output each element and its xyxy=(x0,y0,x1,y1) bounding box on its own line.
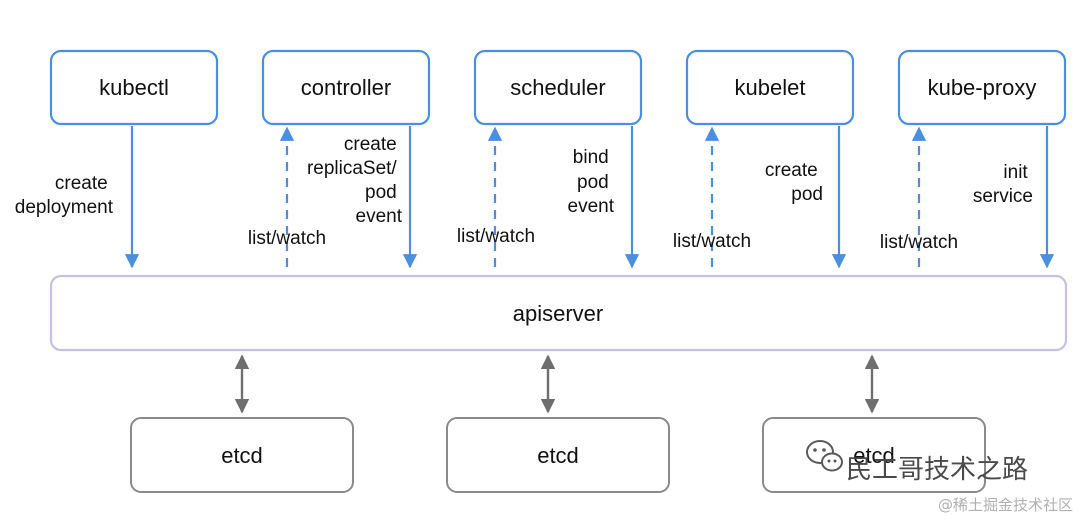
component-kubectl: kubectl xyxy=(49,49,219,126)
etcd-label-3: etcd xyxy=(853,443,895,468)
component-kubelet: kubelet xyxy=(685,49,855,126)
controller-label: controller xyxy=(301,75,391,100)
etcd-label-1: etcd xyxy=(221,443,263,468)
etcd-node-3: etcd xyxy=(762,417,986,493)
scheduler-box xyxy=(473,49,643,126)
kube-proxy-box xyxy=(897,49,1067,126)
kube-proxy-label: kube-proxy xyxy=(928,75,1037,100)
apiserver: apiserver xyxy=(49,274,1068,352)
scheduler-watch-label: list/watch xyxy=(457,226,535,247)
etcd-box-2 xyxy=(446,417,670,493)
wechat-icon xyxy=(806,440,843,472)
kubectl-label: kubectl xyxy=(99,75,169,100)
etcd-box-3 xyxy=(762,417,986,493)
etcd-label-2: etcd xyxy=(537,443,579,468)
apiserver-box xyxy=(49,274,1068,352)
scheduler-label: scheduler xyxy=(510,75,605,100)
kubelet-box xyxy=(685,49,855,126)
kubelet-create-label: create pod xyxy=(765,160,823,205)
controller-box xyxy=(261,49,431,126)
proxy-init-label: init service xyxy=(973,162,1033,207)
scheduler-bind-label: bind pod event xyxy=(568,147,615,217)
component-scheduler: scheduler xyxy=(473,49,643,126)
etcd-node-2: etcd xyxy=(446,417,670,493)
proxy-watch-label: list/watch xyxy=(880,232,958,253)
kubelet-watch-label: list/watch xyxy=(673,231,751,252)
watermark: 民工哥技术之路 @稀土掘金技术社区 xyxy=(806,440,1073,514)
controller-create-label: create replicaSet/ pod event xyxy=(307,134,403,227)
watermark-sub-text: @稀土掘金技术社区 xyxy=(938,496,1073,514)
kubectl-create-label: create deployment xyxy=(15,173,114,218)
component-kube-proxy: kube-proxy xyxy=(897,49,1067,126)
etcd-node-1: etcd xyxy=(130,417,354,493)
etcd-box-1 xyxy=(130,417,354,493)
apiserver-label: apiserver xyxy=(513,301,603,326)
watermark-main-text: 民工哥技术之路 xyxy=(846,455,1028,485)
controller-watch-label: list/watch xyxy=(248,228,326,249)
component-controller: controller xyxy=(261,49,431,126)
kubectl-box xyxy=(49,49,219,126)
kubelet-label: kubelet xyxy=(735,75,806,100)
